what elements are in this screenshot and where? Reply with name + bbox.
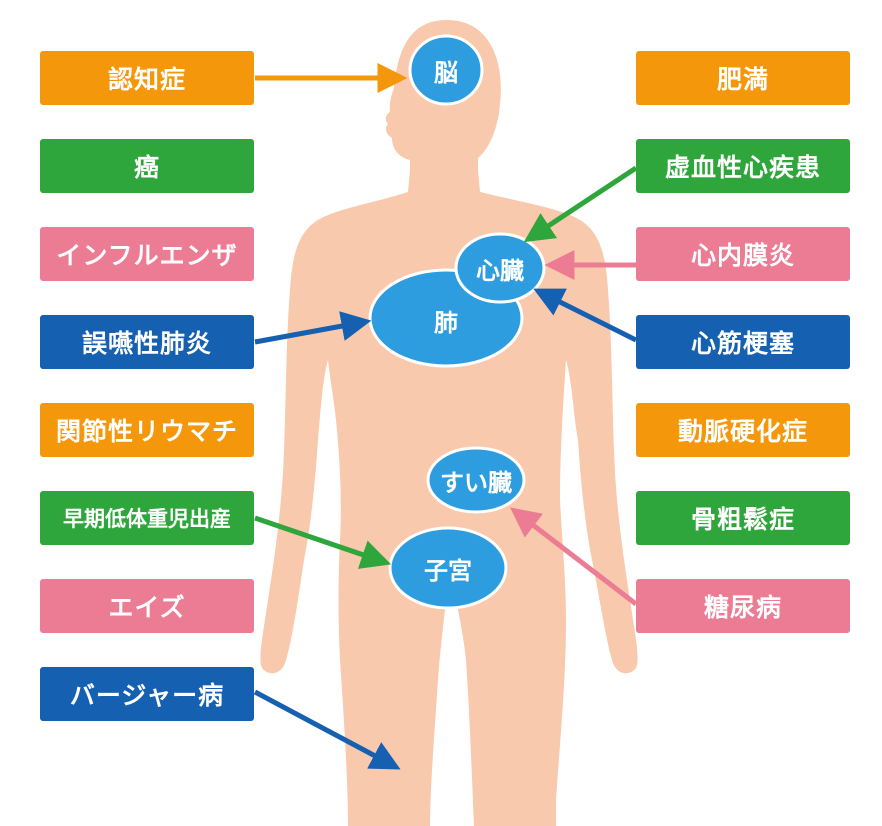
pancreas-shape bbox=[426, 446, 526, 514]
label-arteriosclerosis: 動脈硬化症 bbox=[636, 403, 850, 457]
label-aids: エイズ bbox=[40, 579, 254, 633]
arrow-lowbirth-uterus bbox=[254, 515, 392, 569]
heart-shape bbox=[454, 232, 546, 304]
arrows bbox=[253, 63, 638, 770]
label-low-birth-weight: 早期低体重児出産 bbox=[40, 491, 254, 545]
arrow-diabetes-pancreas bbox=[510, 507, 638, 606]
arrow-buerger-leg bbox=[253, 689, 401, 770]
label-obesity: 肥満 bbox=[636, 51, 850, 105]
label-myocardial-infarction: 心筋梗塞 bbox=[636, 315, 850, 369]
label-rheumatoid-arthritis: 関節性リウマチ bbox=[40, 403, 254, 457]
label-diabetes: 糖尿病 bbox=[636, 579, 850, 633]
label-cancer: 癌 bbox=[40, 139, 254, 193]
body-silhouette bbox=[260, 20, 638, 826]
arrow-ischemic-heart bbox=[523, 165, 638, 243]
organ-label-pancreas: すい臓 bbox=[440, 468, 512, 497]
organs bbox=[368, 34, 546, 610]
label-aspiration-pneumonia: 誤嚥性肺炎 bbox=[40, 315, 254, 369]
arrow-infarction-heart bbox=[533, 288, 638, 343]
organ-label-heart: 心臓 bbox=[476, 256, 524, 285]
brain-shape bbox=[408, 34, 484, 106]
label-dementia: 認知症 bbox=[40, 51, 254, 105]
label-endocarditis: 心内膜炎 bbox=[636, 227, 850, 281]
label-osteoporosis: 骨粗鬆症 bbox=[636, 491, 850, 545]
organ-label-uterus: 子宮 bbox=[424, 556, 472, 585]
label-influenza: インフルエンザ bbox=[40, 227, 254, 281]
label-ischemic-heart-disease: 虚血性心疾患 bbox=[636, 139, 850, 193]
organ-label-lung: 肺 bbox=[434, 308, 458, 337]
label-buerger-disease: バージャー病 bbox=[40, 667, 254, 721]
organ-label-brain: 脳 bbox=[434, 58, 458, 87]
arrow-aspiration-lung bbox=[254, 311, 372, 345]
